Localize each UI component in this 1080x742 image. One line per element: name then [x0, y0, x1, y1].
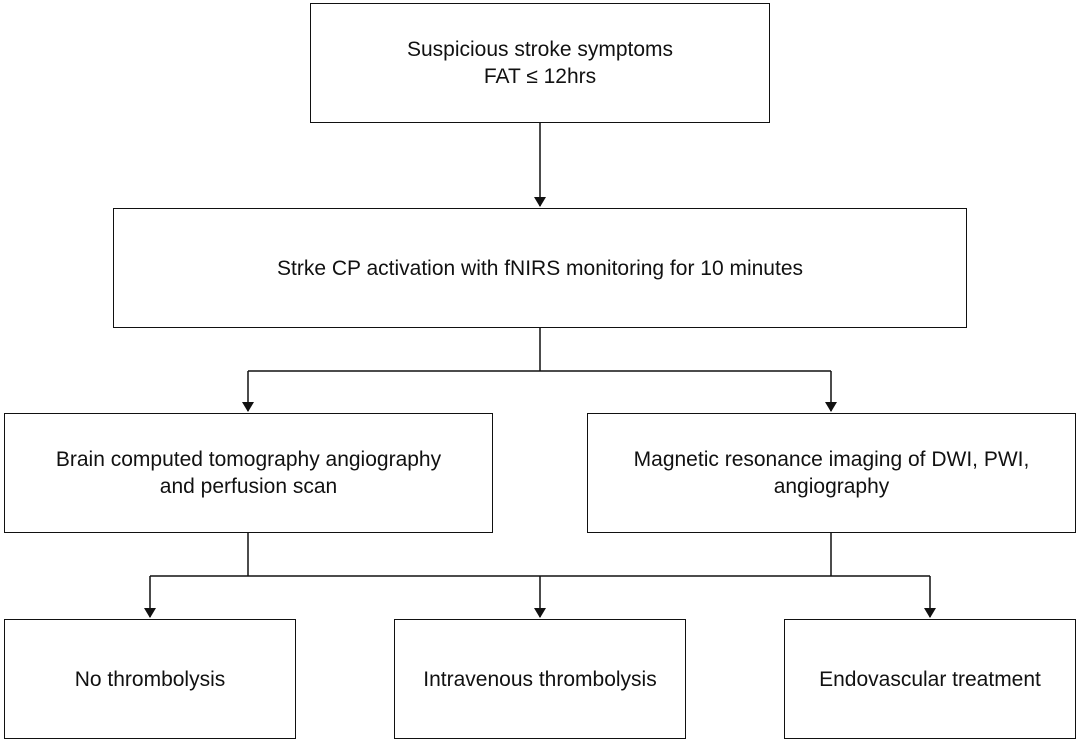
node-label: FAT ≤ 12hrs [483, 65, 597, 88]
node-intravenous-thrombolysis: Intravenous thrombolysis [394, 619, 686, 739]
node-text: Suspicious stroke symptoms FAT ≤ 12hrs [407, 36, 673, 90]
node-label: Magnetic resonance imaging of DWI, PWI, [633, 448, 1030, 471]
node-label: angiography [773, 475, 890, 498]
node-text: Brain computed tomography angiography an… [56, 446, 441, 500]
node-label: Intravenous thrombolysis [423, 667, 657, 691]
node-label: Endovascular treatment [819, 667, 1041, 691]
node-text: Endovascular treatment [819, 666, 1041, 693]
node-no-thrombolysis: No thrombolysis [4, 619, 296, 739]
node-label: and perfusion scan [159, 475, 338, 498]
node-brain-ct-angiography: Brain computed tomography angiography an… [4, 413, 493, 533]
node-text: Magnetic resonance imaging of DWI, PWI, … [634, 446, 1030, 500]
node-stroke-cp-activation: Strke CP activation with fNIRS monitorin… [113, 208, 967, 328]
node-suspicious-stroke-symptoms: Suspicious stroke symptoms FAT ≤ 12hrs [310, 3, 770, 123]
node-mri-dwi-pwi: Magnetic resonance imaging of DWI, PWI, … [587, 413, 1076, 533]
node-label: No thrombolysis [74, 667, 226, 691]
node-label: Strke CP activation with fNIRS monitorin… [277, 256, 803, 280]
node-text: Strke CP activation with fNIRS monitorin… [277, 255, 803, 282]
node-endovascular-treatment: Endovascular treatment [784, 619, 1076, 739]
node-label: Suspicious stroke symptoms [406, 38, 674, 61]
node-text: No thrombolysis [75, 666, 226, 693]
node-label: Brain computed tomography angiography [55, 448, 442, 471]
node-text: Intravenous thrombolysis [423, 666, 656, 693]
